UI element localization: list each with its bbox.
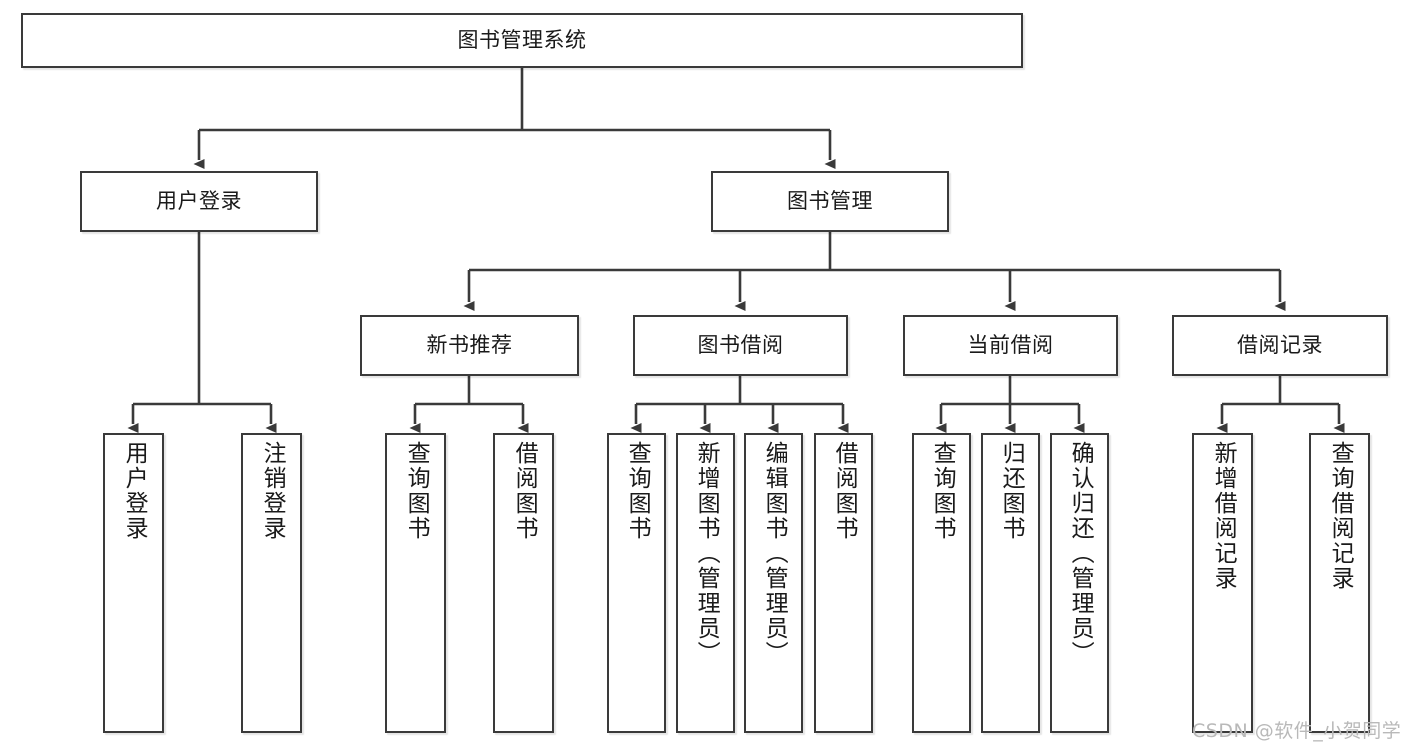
leaf-query-borrow-record[interactable]: 查询借阅记录: [1309, 433, 1370, 733]
node-root[interactable]: 图书管理系统: [21, 13, 1023, 68]
node-book-borrow[interactable]: 图书借阅: [633, 315, 848, 376]
node-label: 注销登录: [259, 441, 286, 541]
leaf-query-book-recommend[interactable]: 查询图书: [385, 433, 446, 733]
node-label: 图书借阅: [697, 332, 784, 357]
node-label: 查询图书: [624, 441, 651, 541]
node-user-login[interactable]: 用户登录: [80, 171, 318, 232]
leaf-user-login[interactable]: 用户登录: [103, 433, 164, 733]
node-label: 新增借阅记录: [1210, 441, 1237, 591]
node-label: 图书管理系统: [457, 27, 587, 52]
node-label: 借阅图书: [831, 441, 858, 541]
node-label: 图书管理: [787, 188, 873, 213]
node-label: 查询图书: [403, 441, 430, 541]
node-label: 用户登录: [121, 441, 148, 541]
node-label: 编辑图书（管理员）: [761, 441, 788, 666]
node-label: 归还图书: [998, 441, 1025, 541]
node-label: 借阅记录: [1237, 332, 1323, 357]
node-label: 用户登录: [156, 188, 242, 213]
node-label: 新增图书（管理员）: [693, 441, 720, 666]
leaf-query-book-borrow[interactable]: 查询图书: [607, 433, 666, 733]
node-label: 新书推荐: [426, 332, 513, 357]
leaf-add-book-admin[interactable]: 新增图书（管理员）: [676, 433, 735, 733]
leaf-logout[interactable]: 注销登录: [241, 433, 302, 733]
node-label: 查询借阅记录: [1327, 441, 1354, 591]
node-new-book-recommend[interactable]: 新书推荐: [360, 315, 579, 376]
node-current-borrow[interactable]: 当前借阅: [903, 315, 1118, 376]
leaf-confirm-return-admin[interactable]: 确认归还（管理员）: [1050, 433, 1109, 733]
leaf-add-borrow-record[interactable]: 新增借阅记录: [1192, 433, 1253, 733]
node-label: 借阅图书: [511, 441, 538, 541]
node-book-management[interactable]: 图书管理: [711, 171, 949, 232]
leaf-query-book-current[interactable]: 查询图书: [912, 433, 971, 733]
node-label: 查询图书: [929, 441, 956, 541]
csdn-watermark: CSDN @软件_小贺同学: [1192, 720, 1402, 742]
leaf-edit-book-admin[interactable]: 编辑图书（管理员）: [744, 433, 803, 733]
node-borrow-record[interactable]: 借阅记录: [1172, 315, 1388, 376]
node-label: 当前借阅: [967, 332, 1054, 357]
leaf-return-book[interactable]: 归还图书: [981, 433, 1040, 733]
leaf-borrow-book-recommend[interactable]: 借阅图书: [493, 433, 554, 733]
leaf-borrow-book[interactable]: 借阅图书: [814, 433, 873, 733]
node-label: 确认归还（管理员）: [1067, 441, 1094, 666]
